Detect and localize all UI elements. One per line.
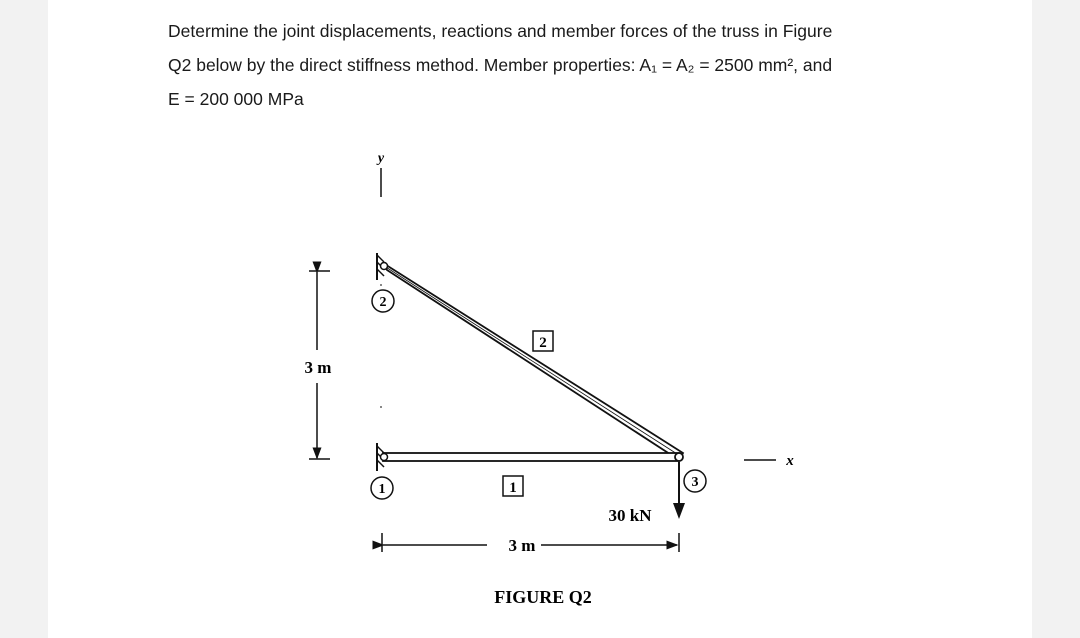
svg-text:1: 1 — [379, 482, 386, 497]
node-label-2: 2 — [371, 289, 395, 313]
problem-line-3: E = 200 000 MPa — [168, 89, 304, 109]
member-label-2: 2 — [532, 330, 554, 352]
problem-line-2: Q2 below by the direct stiffness method.… — [168, 55, 833, 75]
node-label-1: 1 — [370, 476, 394, 500]
member-label-1: 1 — [502, 475, 524, 497]
figure-caption: FIGURE Q2 — [494, 587, 592, 607]
node-label-3: 3 — [683, 469, 707, 493]
svg-text:1: 1 — [509, 480, 517, 496]
x-axis-label: x — [785, 453, 794, 469]
member-2 — [382, 262, 685, 462]
load-label: 30 kN — [609, 506, 653, 525]
problem-line-1: Determine the joint displacements, react… — [168, 21, 833, 41]
load-arrow — [673, 462, 685, 519]
height-dimension-label: 3 m — [305, 358, 332, 377]
svg-text:2: 2 — [380, 295, 387, 310]
member-1 — [382, 452, 680, 462]
pin-support-node-2 — [376, 253, 389, 280]
problem-statement: Determine the joint displacements, react… — [168, 14, 928, 116]
height-dimension — [309, 261, 330, 460]
pin-support-node-1 — [376, 443, 389, 471]
y-axis-label: y — [376, 151, 385, 166]
page: Determine the joint displacements, react… — [48, 0, 1032, 638]
svg-text:2: 2 — [539, 335, 547, 351]
width-dimension — [372, 533, 680, 552]
width-dimension-label: 3 m — [509, 536, 536, 555]
joint-3 — [674, 452, 684, 462]
svg-text:3: 3 — [692, 475, 699, 490]
